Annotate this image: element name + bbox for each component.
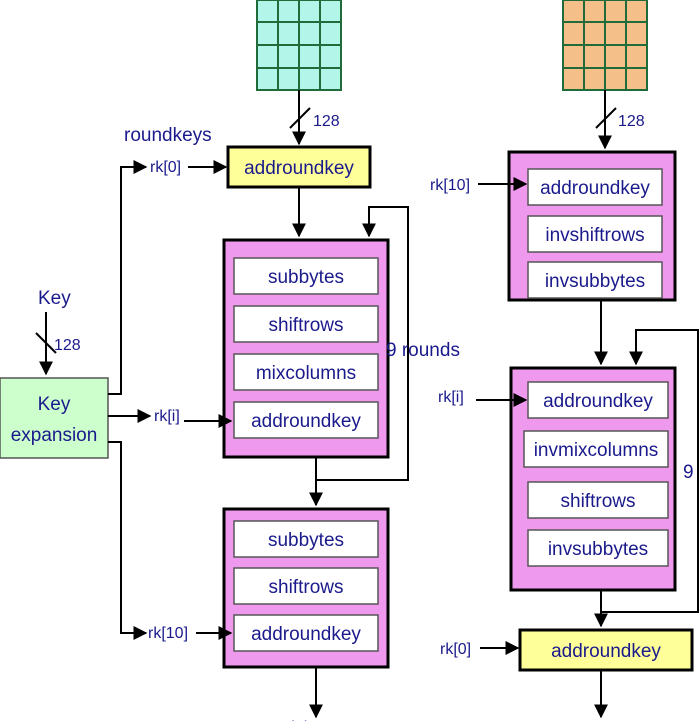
key-bits-label: 128 — [54, 337, 81, 354]
initial-addroundkey-box — [226, 145, 372, 189]
dec-round-invmixcolumns — [523, 430, 669, 468]
final-step-shiftrows — [233, 567, 379, 605]
round-step-addroundkey — [233, 401, 379, 439]
round-step-mixcolumns — [233, 353, 379, 391]
round-step-shiftrows — [233, 305, 379, 343]
nine-right-label: 9 — [683, 462, 694, 483]
final-step-addroundkey-label: addroundkey — [251, 624, 361, 645]
key-label: Key — [38, 288, 71, 309]
dec-round-shiftrows-label: shiftrows — [561, 491, 636, 512]
dec-round-addroundkey-label: addroundkey — [543, 391, 653, 412]
rk0-wire — [108, 160, 148, 395]
plaintext-state-grid — [256, 0, 342, 91]
rk0-label-right: rk[0] — [440, 641, 471, 658]
bus-slash-right — [595, 107, 617, 129]
rk10-label-right: rk[10] — [430, 177, 470, 194]
dec-initial-invsubbytes-label: invsubbytes — [545, 271, 645, 292]
dec-round-invmixcolumns-label: invmixcolumns — [534, 440, 659, 461]
nine-rounds-label: 9 rounds — [386, 340, 460, 361]
ciphertext-state-grid — [562, 0, 648, 91]
final-step-shiftrows-label: shiftrows — [269, 577, 344, 598]
rki-label-right: rk[i] — [438, 389, 464, 406]
input-bits-label-right: 128 — [618, 113, 645, 130]
key-expansion-line1: Key — [38, 394, 71, 415]
dec-initial-addroundkey-label: addroundkey — [540, 178, 650, 199]
dec-round-shiftrows — [527, 481, 669, 519]
dec-round-addroundkey — [527, 381, 669, 419]
round-step-subbytes — [233, 257, 379, 295]
roundkeys-label: roundkeys — [124, 125, 212, 146]
dec-round-loop-arrow — [600, 329, 699, 613]
dec-round-invsubbytes-label: invsubbytes — [548, 539, 648, 560]
final-step-subbytes — [233, 520, 379, 558]
dec-initial-invsubbytes — [527, 261, 663, 299]
rki-label-left: rk[i] — [154, 408, 180, 425]
dec-initial-invshiftrows-label: invshiftrows — [545, 225, 644, 246]
dec-final-addroundkey-label: addroundkey — [551, 641, 661, 662]
round-step-shiftrows-label: shiftrows — [269, 315, 344, 336]
key-expansion-box — [0, 377, 109, 459]
rk10-label-left: rk[10] — [148, 625, 188, 642]
initial-addroundkey-label: addroundkey — [244, 158, 354, 179]
ciphertext-partial-label: ciphertext — [283, 719, 353, 721]
dec-initial-invshiftrows — [527, 215, 663, 253]
round-step-mixcolumns-label: mixcolumns — [256, 363, 356, 384]
dec-round-invsubbytes — [527, 529, 669, 567]
final-step-subbytes-label: subbytes — [268, 530, 344, 551]
dec-initial-addroundkey — [527, 168, 663, 206]
rk10-wire — [108, 441, 148, 640]
bus-slash — [289, 107, 311, 129]
final-step-addroundkey — [233, 614, 379, 652]
round-loop-arrow — [315, 206, 409, 481]
input-bits-label-left: 128 — [313, 113, 340, 130]
dec-final-addroundkey-box — [518, 628, 694, 672]
rk0-label: rk[0] — [150, 159, 181, 176]
key-bus-slash — [35, 332, 57, 354]
round-step-subbytes-label: subbytes — [268, 267, 344, 288]
round-step-addroundkey-label: addroundkey — [251, 411, 361, 432]
key-expansion-line2: expansion — [11, 425, 98, 446]
